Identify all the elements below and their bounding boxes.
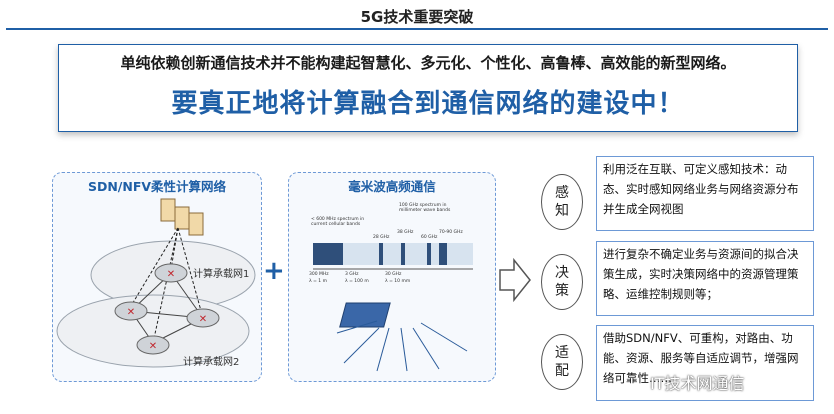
sdn-nfv-panel: SDN/NFV柔性计算网络 ✕: [52, 172, 262, 382]
page-title: 5G技术重要突破: [360, 8, 474, 26]
spectrum-diagram: [313, 243, 473, 372]
mmwave-panel: 毫米波高频通信 < 600 MHz spectrum in current ce…: [288, 172, 496, 382]
mmwave-title: 毫米波高频通信: [348, 179, 436, 194]
freq-30ghz: 30 GHz: [385, 272, 402, 277]
svg-text:✕: ✕: [199, 314, 207, 325]
lambda-1m: λ = 1 m: [309, 279, 327, 284]
step-circle-decide: 决 策: [541, 254, 583, 310]
step-char: 决: [555, 265, 569, 281]
lambda-100m: λ = 100 m: [345, 279, 369, 284]
svg-text:✕: ✕: [127, 307, 135, 318]
step-text-sense: 利用泛在互联、可定义感知技术：动态、实时感知网络业务与网络资源分布并生成全网视图: [596, 156, 814, 231]
band-38: 38 GHz: [397, 230, 414, 235]
step-circle-sense: 感 知: [541, 174, 583, 230]
server-icon: [160, 198, 204, 236]
network-label-1: 计算承载网1: [193, 269, 250, 280]
step-circle-adapt: 适 配: [541, 334, 583, 390]
step-char: 知: [555, 203, 569, 219]
spectrum-label-current: < 600 MHz spectrum in current cellular b…: [311, 217, 365, 227]
svg-text:✕: ✕: [167, 269, 175, 280]
banner-box: 单纯依赖创新通信技术并不能构建起智慧化、多元化、个性化、高鲁棒、高效能的新型网络…: [58, 44, 798, 132]
band-70-90: 70-90 GHz: [439, 230, 463, 235]
watermark: IT技术网通信: [650, 374, 745, 393]
freq-3ghz: 3 GHz: [345, 272, 359, 277]
router-icon: ✕: [114, 301, 148, 321]
step-text-decide: 进行复杂不确定业务与资源间的拟合决策生成，实时决策网络中的资源管理策略、运维控制…: [596, 241, 814, 316]
step-char: 配: [555, 363, 569, 379]
network-label-2: 计算承载网2: [183, 357, 240, 368]
step-char: 策: [555, 283, 569, 299]
banner-line2: 要真正地将计算融合到通信网络的建设中！: [171, 89, 685, 119]
lambda-10mm: λ = 10 mm: [385, 279, 411, 284]
freq-300mhz: 300 MHz: [309, 272, 329, 277]
banner-line1: 单纯依赖创新通信技术并不能构建起智慧化、多元化、个性化、高鲁棒、高效能的新型网络…: [120, 54, 736, 72]
router-icon: ✕: [136, 335, 170, 355]
title-underline: [6, 28, 828, 30]
plus-sign: +: [263, 256, 285, 286]
band-60: 60 GHz: [421, 235, 438, 240]
svg-text:✕: ✕: [149, 341, 157, 352]
step-char: 适: [555, 345, 569, 361]
step-text-adapt: 借助SDN/NFV、可重构，对路由、功能、资源、服务等自适应调节，增强网络可靠性…: [596, 325, 814, 401]
router-icon: ✕: [154, 263, 188, 283]
arrow-right-icon: [499, 258, 531, 302]
band-28: 28 GHz: [373, 235, 390, 240]
sdn-nfv-title: SDN/NFV柔性计算网络: [87, 179, 227, 194]
step-char: 感: [555, 185, 569, 201]
spectrum-label-mmwave: 100 GHz spectrum in millimeter wave band…: [399, 203, 451, 213]
antenna-array-icon: [336, 302, 468, 372]
router-icon: ✕: [186, 308, 220, 328]
network-diagram: ✕ ✕ ✕ ✕: [56, 198, 256, 368]
